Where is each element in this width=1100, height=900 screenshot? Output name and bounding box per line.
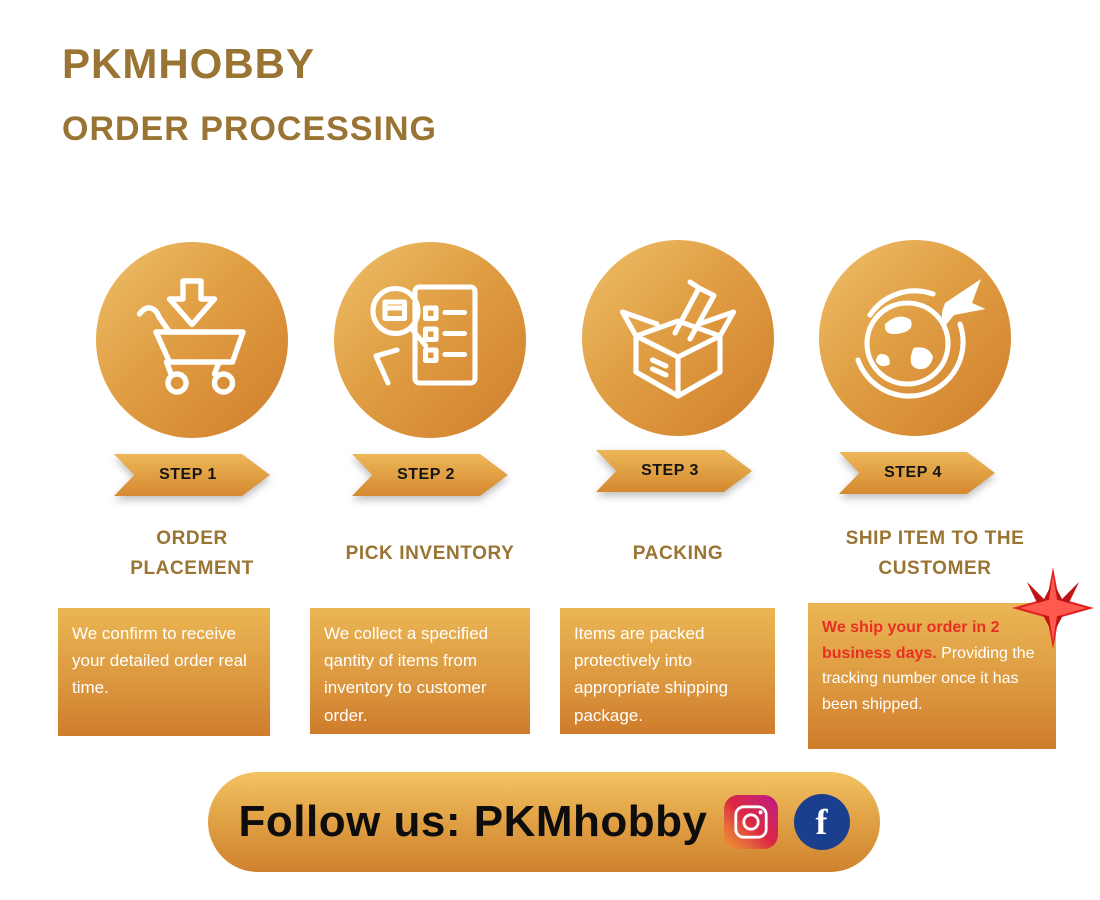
globe-airplane-icon	[840, 261, 990, 416]
step3-circle	[582, 240, 774, 436]
packing-box-icon	[603, 261, 753, 416]
step2-title: PICK INVENTORY	[325, 520, 535, 588]
step4-banner-label: STEP 4	[839, 452, 995, 494]
facebook-icon[interactable]: f	[793, 794, 850, 850]
step1-description: We confirm to receive your detailed orde…	[58, 608, 270, 736]
follow-us-banner: Follow us: PKMhobby f	[208, 772, 880, 872]
inventory-checklist-icon	[355, 263, 505, 418]
step2-desc-text: We collect a specified qantity of items …	[324, 624, 489, 725]
step1-banner-label: STEP 1	[114, 454, 270, 496]
step1-title-text: ORDER PLACEMENT	[130, 527, 254, 579]
step4-circle	[819, 240, 1011, 436]
cart-download-icon	[117, 263, 267, 418]
step3-title: PACKING	[573, 520, 783, 588]
step4-desc-highlight: We ship your order in 2 business days.	[822, 619, 1000, 662]
step3-description: Items are packed protectively into appro…	[560, 608, 775, 734]
step4-title: SHIP ITEM TO THE CUSTOMER	[830, 520, 1040, 588]
step4-desc-text: Providing the tracking number once it ha…	[822, 644, 1035, 713]
page-title: ORDER PROCESSING	[62, 110, 437, 148]
step4-description: We ship your order in 2 business days. P…	[808, 603, 1056, 749]
follow-us-label: Follow us: PKMhobby	[238, 797, 708, 846]
step1-desc-text: We confirm to receive your detailed orde…	[72, 624, 247, 698]
brand-title: PKMHOBBY	[62, 40, 316, 87]
instagram-icon[interactable]	[723, 795, 778, 849]
step2-description: We collect a specified qantity of items …	[310, 608, 530, 734]
step1-circle	[96, 242, 288, 438]
step3-banner-label: STEP 3	[596, 450, 752, 492]
starburst-icon	[1012, 567, 1094, 649]
step2-banner-label: STEP 2	[352, 454, 508, 496]
step3-desc-text: Items are packed protectively into appro…	[574, 624, 729, 725]
step3-title-text: PACKING	[632, 542, 724, 564]
step2-circle	[334, 242, 526, 438]
step4-title-text: SHIP ITEM TO THE CUSTOMER	[845, 527, 1025, 579]
step2-title-text: PICK INVENTORY	[345, 542, 515, 564]
step1-title: ORDER PLACEMENT	[87, 520, 297, 588]
